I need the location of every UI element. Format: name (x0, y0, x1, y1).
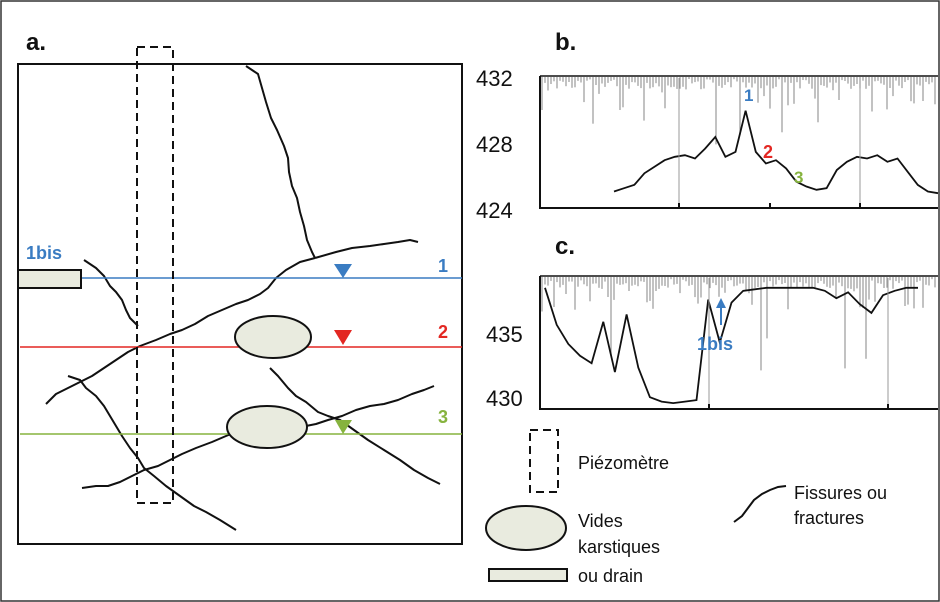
legend-piezometer-symbol (529, 429, 559, 493)
fracture-line (245, 65, 316, 259)
panel-b-label: b. (555, 29, 576, 56)
karst-void (234, 315, 312, 359)
panel-b-annotation-1: 1 (744, 86, 753, 105)
panel-b-vgrid (678, 78, 861, 208)
legend: Piézomètre Fissures ou fractures Vides k… (485, 429, 887, 586)
panel-c: c. 435 430 1bis (486, 233, 938, 411)
panel-c-annotation: 1bis (697, 334, 733, 354)
water-level-marker-1 (334, 264, 352, 278)
legend-void-label-line1: Vides (578, 511, 623, 531)
legend-fissure-label-line2: fractures (794, 508, 864, 528)
panel-b-ytick-label: 428 (476, 132, 513, 157)
panel-b-annotation-3: 3 (794, 168, 803, 187)
panel-c-vgrid (708, 278, 889, 409)
legend-fissure-label-line1: Fissures ou (794, 483, 887, 503)
panel-c-ytick-label: 430 (486, 386, 523, 411)
legend-drain-label: ou drain (578, 566, 643, 586)
panel-b-ytick-label: 432 (476, 66, 513, 91)
legend-drain-symbol (488, 568, 568, 582)
panel-b-xticks (678, 203, 861, 208)
panel-c-annotation-arrowhead (716, 298, 726, 308)
level-label-3: 3 (438, 407, 448, 427)
water-level-marker-3 (335, 420, 352, 434)
panel-b-annotation-2: 2 (763, 142, 773, 162)
panel-b-rain-bars (541, 77, 936, 145)
panel-c-label: c. (555, 233, 575, 260)
fracture-line (67, 375, 237, 531)
drain-label: 1bis (26, 243, 62, 263)
water-level-marker-2 (334, 330, 352, 345)
panel-a-label: a. (26, 29, 46, 56)
legend-void-label-line2: karstiques (578, 537, 660, 557)
karst-void (226, 405, 308, 449)
piezometer (136, 46, 174, 504)
panel-b: b. 432 428 424 1 2 3 (476, 29, 939, 223)
fracture-line (314, 239, 419, 259)
panel-a: a. 1bis 1 2 3 (17, 29, 463, 545)
fracture-line (81, 431, 237, 489)
level-label-1: 1 (438, 256, 448, 276)
panel-b-axes (539, 76, 938, 209)
legend-piezometer-label: Piézomètre (578, 453, 669, 473)
panel-c-axes (539, 276, 938, 410)
legend-void-symbol (485, 505, 567, 551)
legend-fissure-symbol (733, 485, 787, 523)
level-label-2: 2 (438, 322, 448, 342)
fracture-line (305, 385, 435, 427)
panel-c-water-level-series (544, 286, 918, 405)
panel-c-rain-bars (541, 277, 936, 371)
drain-box (17, 269, 82, 289)
panel-b-water-level-series (613, 110, 939, 195)
panel-c-ytick-label: 435 (486, 322, 523, 347)
panel-c-xticks (708, 404, 889, 409)
fracture-line (45, 257, 316, 405)
panel-a-box (17, 63, 463, 545)
panel-b-ytick-label: 424 (476, 198, 513, 223)
fracture-line (83, 259, 139, 327)
